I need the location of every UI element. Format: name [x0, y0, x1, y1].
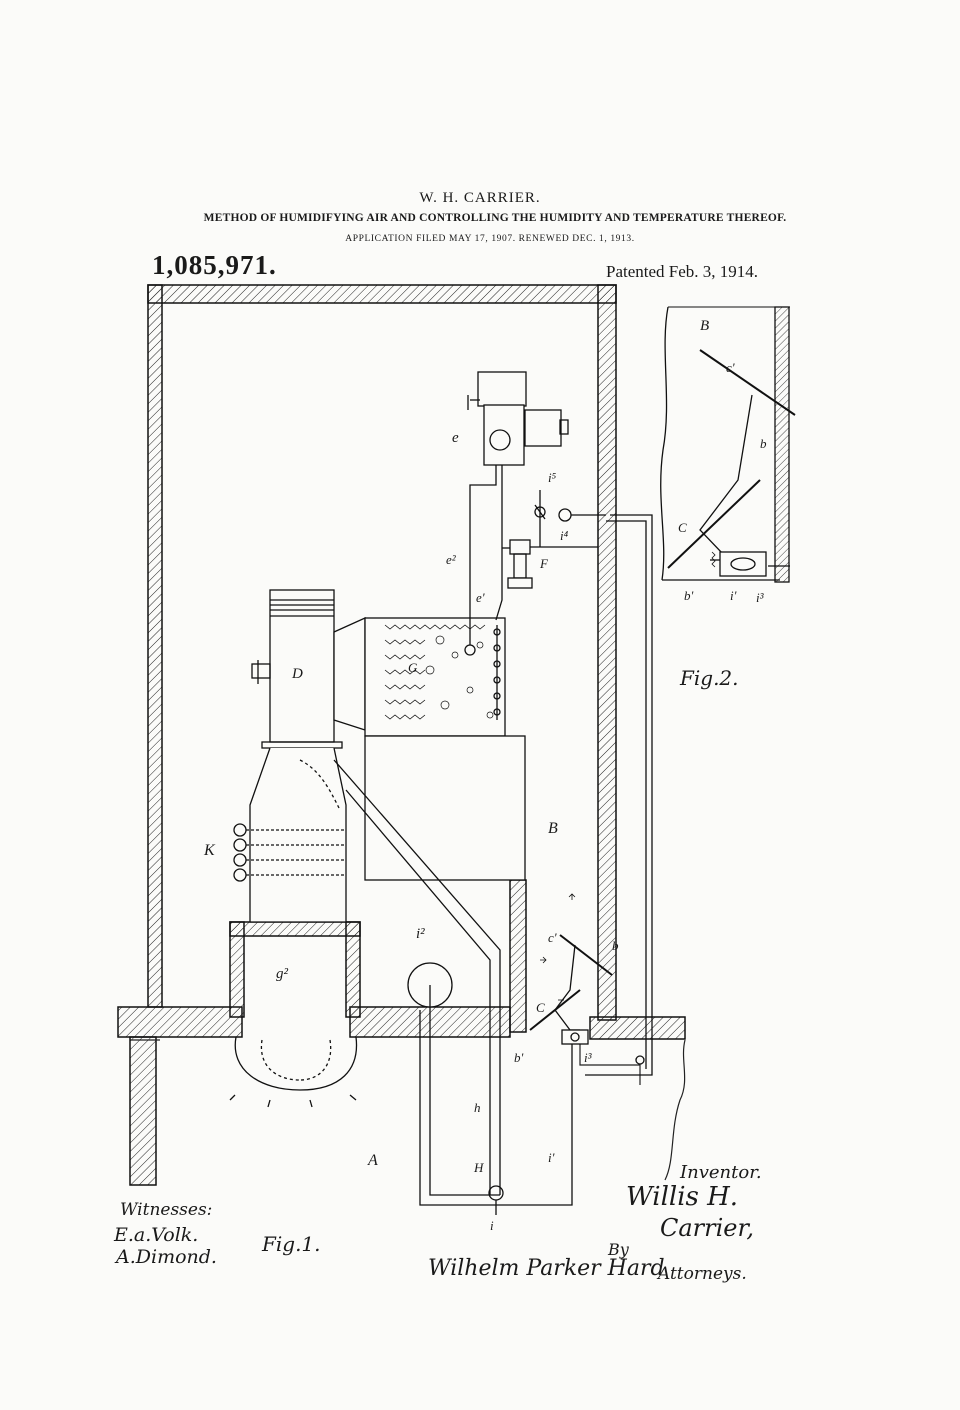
apparatus-fig1	[229, 371, 653, 1215]
label-B-fig2: B	[700, 318, 710, 334]
label-b: b	[612, 938, 619, 953]
patent-date: Patented Feb. 3, 1914.	[606, 262, 759, 281]
label-i: i	[490, 1218, 494, 1233]
attorneys-label: Attorneys.	[658, 1264, 747, 1284]
label-e1: e'	[476, 590, 485, 605]
label-C: C	[536, 1000, 545, 1015]
label-D: D	[292, 666, 303, 682]
label-F: F	[540, 556, 548, 571]
label-e2: e²	[446, 552, 456, 567]
label-i4: i⁴	[560, 528, 569, 543]
label-i3: i³	[584, 1050, 592, 1065]
label-i3-fig2: i³	[756, 590, 764, 605]
witness-1-signature: E.a.Volk.	[114, 1224, 199, 1246]
label-i2: i²	[416, 926, 425, 942]
label-c1: c'	[548, 930, 557, 945]
label-h: h	[474, 1100, 481, 1115]
label-C-fig2: C	[678, 520, 687, 535]
attorneys-signature: Wilhelm Parker Hard	[428, 1256, 665, 1281]
label-i1-fig2: i'	[730, 588, 737, 603]
fig2-detail	[660, 306, 796, 583]
label-A: A	[368, 1152, 378, 1169]
label-c1-fig2: c'	[726, 360, 735, 375]
label-G: G	[408, 660, 418, 675]
label-e: e	[452, 430, 459, 446]
label-b1-fig2: b'	[684, 588, 694, 603]
inventor-signature-1: Willis H.	[626, 1182, 739, 1212]
witness-2-signature: A.Dimond.	[116, 1246, 217, 1268]
basement-outline	[130, 1039, 686, 1181]
label-H: H	[474, 1160, 484, 1175]
label-i1: i'	[548, 1150, 555, 1165]
by-label: By	[608, 1240, 629, 1259]
label-g2: g²	[276, 966, 288, 982]
label-b-fig2: b	[760, 436, 767, 451]
label-B: B	[548, 820, 558, 837]
patent-number: 1,085,971.	[152, 250, 277, 280]
label-K: K	[204, 842, 215, 859]
label-i5: i⁵	[548, 470, 557, 485]
witnesses-label: Witnesses:	[120, 1200, 213, 1220]
label-b1: b'	[514, 1050, 524, 1065]
inventor-signature-2: Carrier,	[660, 1214, 754, 1242]
inventor-label: Inventor.	[680, 1162, 762, 1183]
fig2-caption: Fig.2.	[680, 666, 739, 690]
application-line: APPLICATION FILED MAY 17, 1907. RENEWED …	[345, 234, 635, 244]
fig1-caption: Fig.1.	[262, 1232, 321, 1256]
patent-title: METHOD OF HUMIDIFYING AIR AND CONTROLLIN…	[203, 212, 787, 224]
inventor-name: W. H. CARRIER.	[419, 190, 541, 206]
